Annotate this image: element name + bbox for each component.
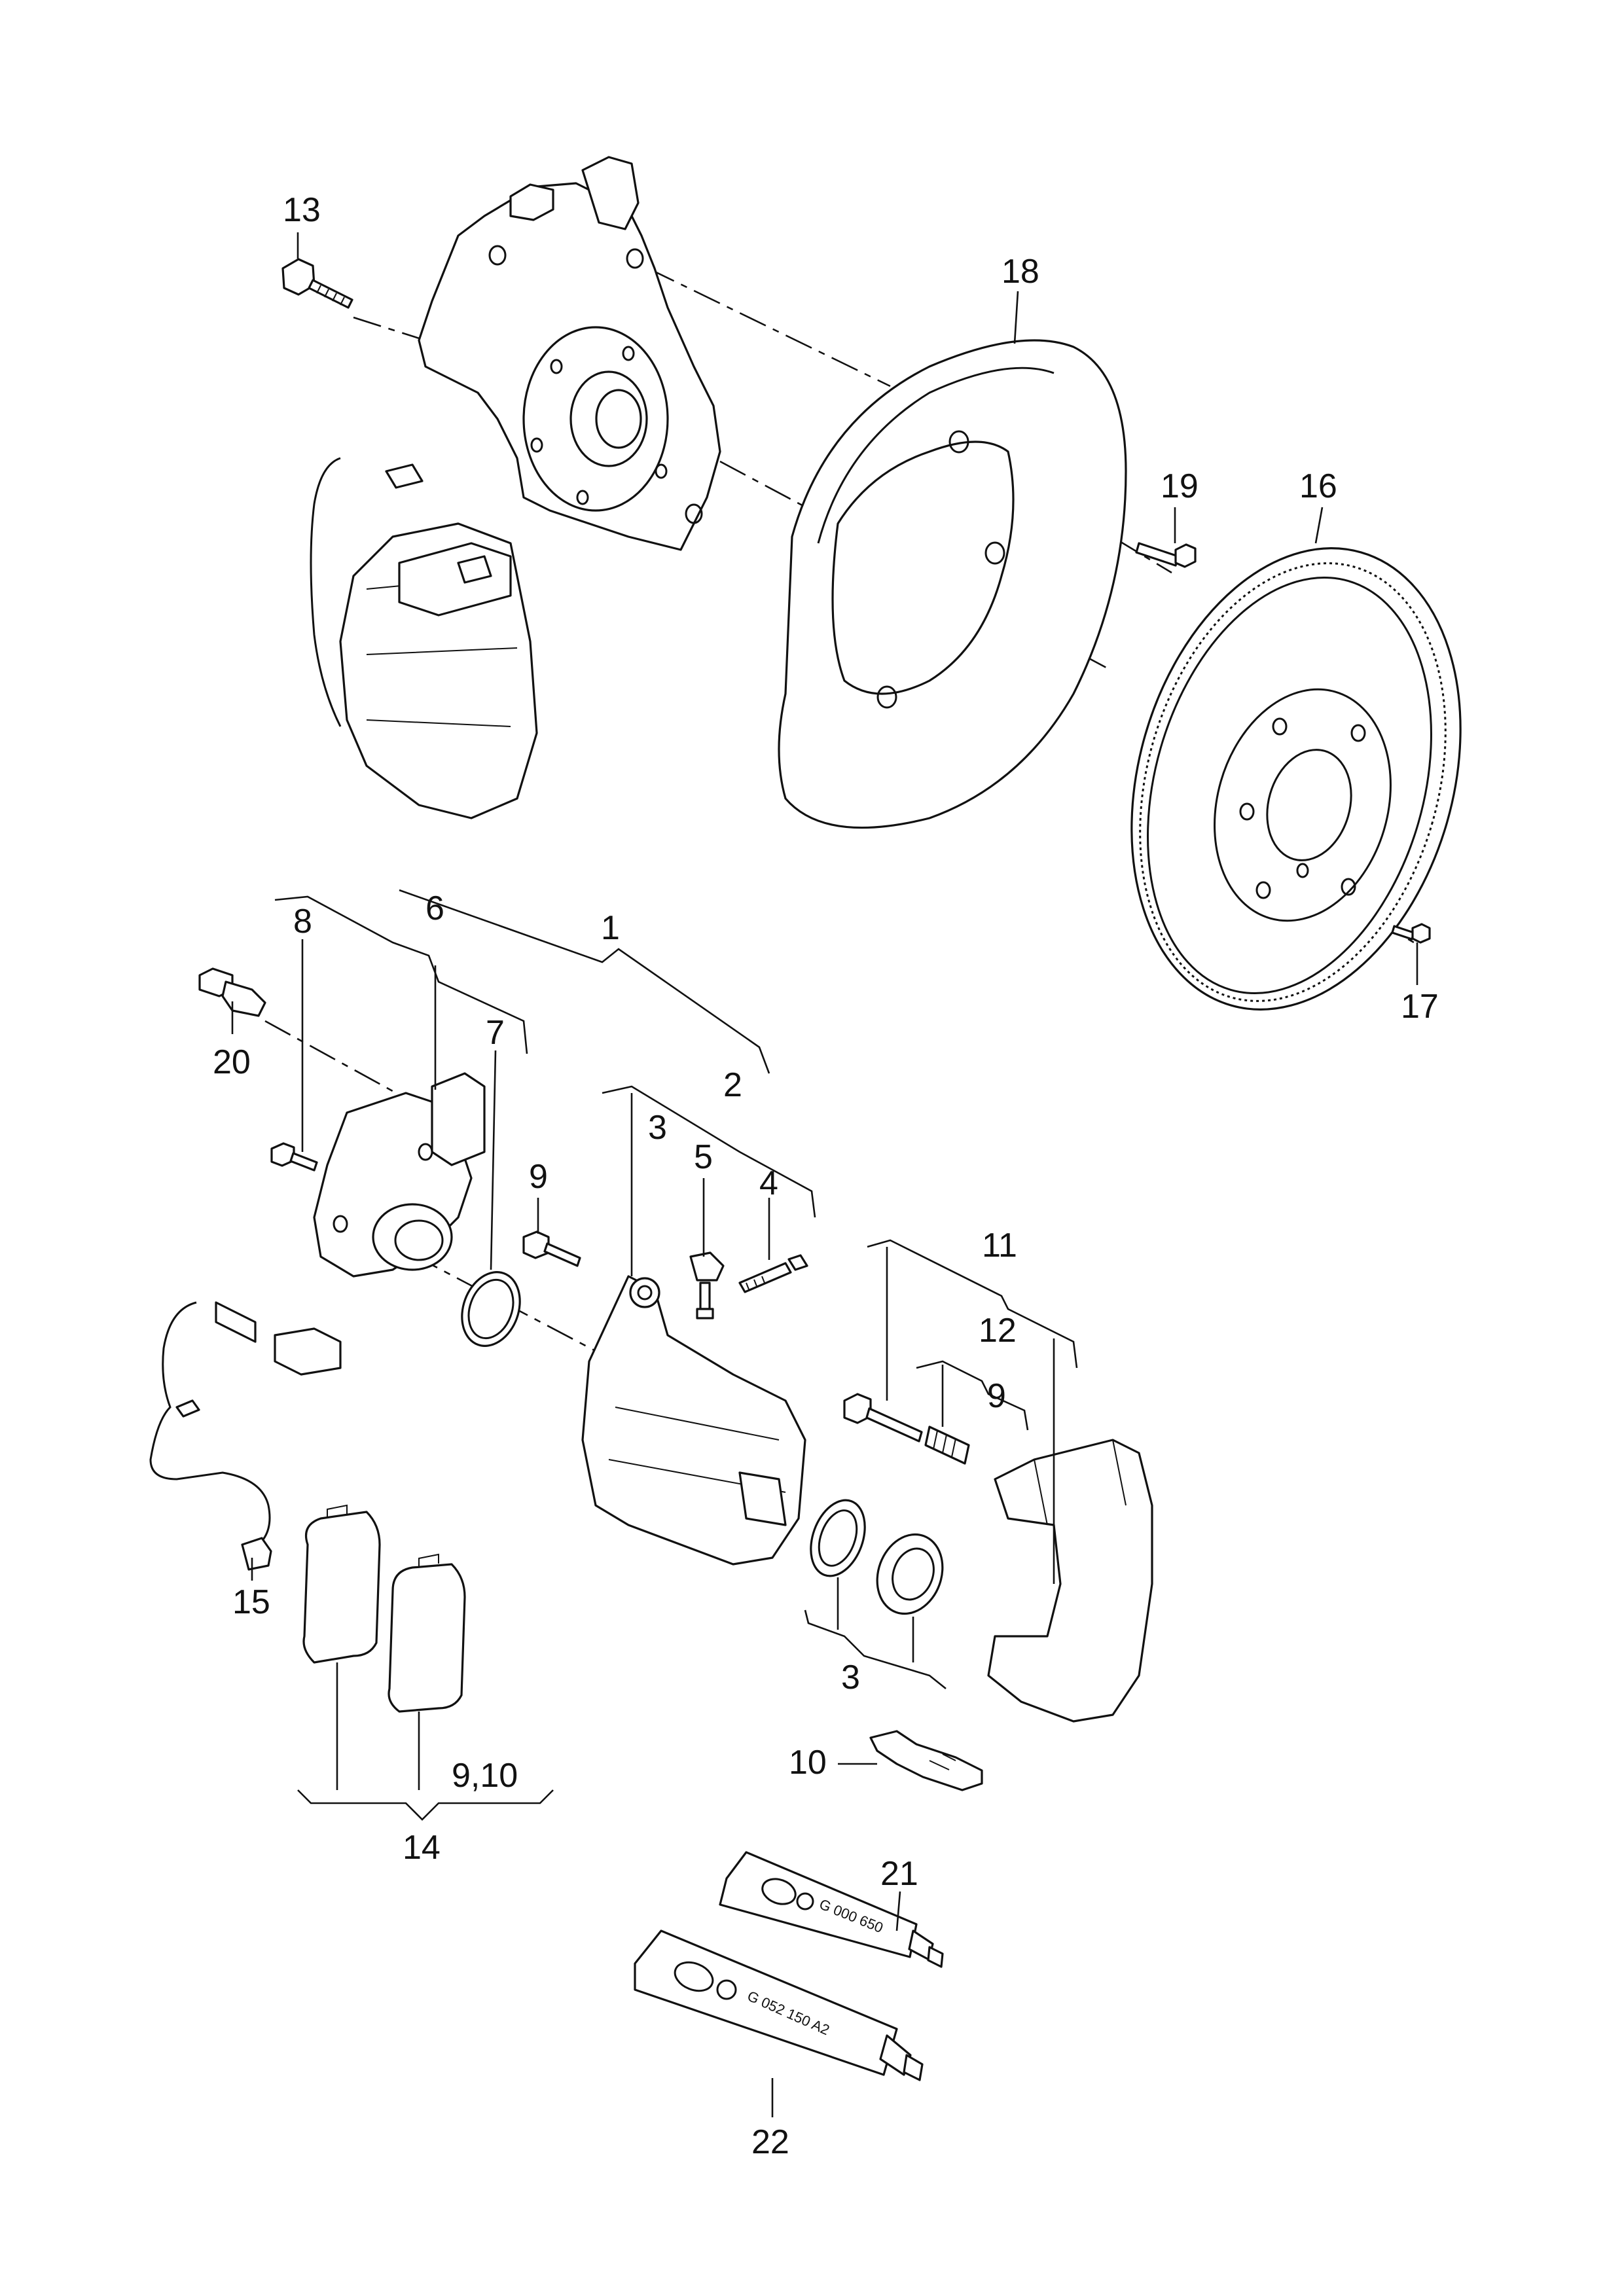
brake-pad-left [302,1504,381,1664]
label-6: 6 [425,889,444,927]
bleeder-valve-4 [738,1254,808,1293]
bleeder-cap-5 [689,1251,725,1319]
label-5: 5 [694,1138,713,1176]
label-12: 12 [979,1312,1017,1350]
steering-knuckle-hub [418,156,721,551]
label-9-upper: 9 [529,1158,548,1196]
guide-bolt-11 [843,1393,923,1443]
guide-boot-12 [924,1426,970,1465]
callout-labels: 13 18 19 16 17 1 8 6 7 20 2 3 5 4 9 11 1… [213,191,1439,2161]
wear-sensor-15 [149,1301,342,1571]
label-17: 17 [1401,988,1439,1026]
bolt-8 [270,1142,318,1172]
label-9-10: 9,10 [452,1757,518,1795]
label-11: 11 [982,1227,1017,1265]
label-14: 14 [403,1829,441,1867]
label-10: 10 [789,1744,827,1782]
caliper-carrier [987,1439,1153,1723]
brake-shield-18 [778,339,1127,829]
label-2: 2 [723,1066,742,1104]
caliper-housing [581,1275,806,1566]
label-16: 16 [1299,467,1337,505]
screw-17 [1391,923,1431,944]
bolt-19 [1135,542,1197,568]
caliper-assembled-view [310,457,538,819]
label-7: 7 [486,1014,505,1052]
label-20: 20 [213,1043,251,1081]
leader-lines [231,232,1418,2117]
label-15: 15 [232,1583,270,1621]
brake-pad-right [388,1553,466,1713]
label-4: 4 [759,1164,778,1202]
bolt-9-upper [522,1230,581,1267]
label-9-lower: 9 [987,1377,1006,1415]
label-8: 8 [293,903,312,941]
piston-3 [876,1533,944,1615]
label-22: 22 [751,2123,789,2161]
grease-tube-21: G 000 650 [719,1851,944,1968]
group-brackets [274,889,1078,1821]
seal-3 [810,1499,866,1577]
label-19: 19 [1161,467,1199,505]
label-3-upper: 3 [648,1109,667,1147]
retaining-spring-10 [869,1730,983,1791]
o-ring-7 [461,1271,521,1347]
parking-brake-motor-6 [313,1072,486,1278]
grease-tube-22: G 052 150 A2 [634,1929,924,2081]
label-13: 13 [283,191,321,229]
brake-disc-16 [1130,547,1462,1011]
label-18: 18 [1001,253,1039,291]
bolt-13 [281,258,353,309]
label-1: 1 [601,909,620,947]
label-3-lower: 3 [841,1659,860,1696]
label-21: 21 [880,1855,918,1893]
